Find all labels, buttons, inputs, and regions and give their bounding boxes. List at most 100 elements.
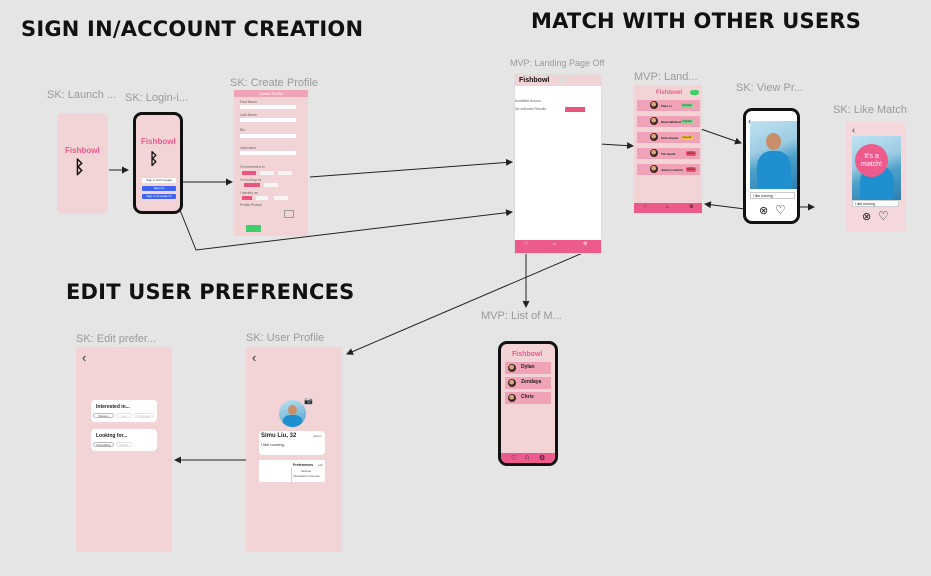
frame-label-create-profile[interactable]: SK: Create Profile — [230, 77, 319, 89]
avatar — [650, 149, 658, 157]
section-heading-edit: EDIT USER PREFRENCES — [66, 280, 355, 304]
user-profile-screen[interactable]: ‹ 📷 Simu Liu, 32 pittson I like running.… — [246, 347, 342, 552]
home-icon[interactable]: ⌂ — [525, 454, 530, 461]
frame-label-landing-off[interactable]: MVP: Landing Page Off — [510, 58, 605, 68]
visibility-toggle[interactable] — [690, 90, 699, 95]
bio-field[interactable] — [240, 134, 296, 138]
frame-label-view-profile[interactable]: SK: View Pr... — [736, 82, 804, 94]
option-chip[interactable] — [278, 171, 292, 175]
frame-label-edit-prefs[interactable]: SK: Edit prefer... — [76, 333, 157, 345]
option-chip[interactable] — [244, 183, 260, 187]
status-badge: Casually — [681, 135, 693, 140]
create-profile-screen[interactable]: Create Profile First Name Last Name Bio … — [234, 90, 308, 236]
brand-logo: Fishbowl — [65, 146, 100, 155]
user-name: Chris Evans — [661, 136, 679, 140]
frame-label-user-profile[interactable]: SK: User Profile — [246, 332, 325, 344]
option-chip[interactable] — [264, 183, 278, 187]
chevron-left-icon[interactable]: ‹ — [252, 350, 257, 365]
edit-preferences-link[interactable]: edit — [318, 463, 323, 467]
avatar — [650, 133, 658, 141]
pref-card: Looking for... Friendship Dating — [91, 429, 157, 451]
frame-label-like-match[interactable]: SK: Like Match — [833, 104, 907, 116]
user-row[interactable]: Johnny Carlton Dating — [637, 164, 700, 175]
frame-label-login[interactable]: SK: Login-i... — [125, 92, 188, 104]
camera-icon[interactable]: 📷 — [304, 398, 313, 405]
arrow-off-to-user-profile — [346, 251, 586, 355]
pref-option[interactable]: Friendship — [93, 442, 114, 447]
match-name: Chris — [521, 394, 534, 400]
pref-option[interactable]: Women — [93, 413, 114, 418]
match-bubble: It's a match! — [855, 144, 888, 177]
pref-card: Interested in... Women Men Nonbinary — [91, 400, 157, 422]
chevron-left-icon[interactable]: ‹ — [748, 116, 751, 126]
submit-button[interactable] — [246, 225, 261, 232]
login-screen[interactable]: Fishbowl ᛒ Sign in with Google Sign Up S… — [133, 112, 183, 214]
bottom-nav — [501, 453, 555, 463]
arrow-view-to-landing — [704, 201, 746, 210]
pref-option[interactable]: Men — [116, 413, 132, 418]
landing-off-screen[interactable]: Fishbowl Available Across No selected Re… — [514, 74, 602, 254]
landing-screen[interactable]: Fishbowl Zhen Li Friends Rhett Whitlock … — [634, 85, 702, 213]
option-chip[interactable] — [242, 196, 252, 200]
brand-logo: Fishbowl — [141, 137, 176, 146]
preference-value: Interested in women — [293, 474, 321, 478]
section-heading-signin: SIGN IN/ACCOUNT CREATION — [21, 17, 364, 41]
pref-option[interactable]: Dating — [116, 442, 132, 447]
heart-icon[interactable]: ♡ — [524, 241, 529, 247]
close-icon[interactable]: ⊗ — [862, 211, 872, 223]
user-row[interactable]: Zhen Li Friends — [637, 100, 700, 111]
visibility-toggle[interactable] — [557, 78, 567, 83]
option-chip[interactable] — [274, 196, 288, 200]
avatar — [650, 165, 658, 173]
heart-icon[interactable]: ♡ — [511, 455, 518, 462]
list-matches-screen[interactable]: Fishbowl Dylan Zendaya Chris ♡ ⌂ ⚙ — [498, 341, 558, 466]
enable-button[interactable] — [565, 107, 585, 112]
user-row[interactable]: Chris Evans Casually — [637, 132, 700, 143]
user-row[interactable]: Rhett Whitlock Friends — [637, 116, 700, 127]
home-icon[interactable]: ⌂ — [553, 241, 557, 247]
heart-icon[interactable]: ♡ — [775, 203, 786, 217]
signup-button[interactable]: Sign Up — [142, 186, 176, 191]
option-chip[interactable] — [242, 171, 256, 175]
edit-prefs-screen[interactable]: ‹ Interested in... Women Men Nonbinary L… — [76, 347, 172, 552]
user-name: Zhen Li — [661, 104, 672, 108]
field-label-username: Username — [240, 146, 257, 150]
section-interested-in: I'm interested in — [240, 165, 265, 169]
status-badge: Friends — [681, 103, 693, 108]
google-signin-button[interactable]: Sign in with Google — [142, 178, 176, 183]
settings-icon[interactable]: ⚙ — [583, 241, 588, 247]
heart-icon[interactable]: ♡ — [878, 209, 889, 223]
view-profile-screen[interactable]: ‹ I like running ⊗ ♡ — [743, 108, 800, 224]
profile-bio: I like running. — [261, 442, 285, 447]
match-row[interactable]: Zendaya — [505, 377, 551, 389]
heart-icon[interactable]: ♡ — [643, 204, 648, 210]
first-name-field[interactable] — [240, 105, 296, 109]
match-name: Dylan — [521, 364, 535, 370]
preferences-title: Preferences — [293, 463, 314, 467]
pref-card-title: Interested in... — [96, 404, 130, 410]
apple-signin-button[interactable]: Sign In w/ Apple ID — [142, 194, 176, 199]
frame-label-list-matches[interactable]: MVP: List of M... — [481, 310, 562, 322]
bluetooth-icon: ᛒ — [149, 151, 159, 168]
section-profile-picture: Profile Picture — [240, 203, 262, 207]
chevron-left-icon[interactable]: ‹ — [82, 350, 87, 365]
launch-screen[interactable]: Fishbowl ᛒ — [57, 113, 108, 214]
user-row[interactable]: Tim Spark Dating — [637, 148, 700, 159]
match-row[interactable]: Dylan — [505, 362, 551, 374]
last-name-field[interactable] — [240, 118, 296, 122]
frame-label-launch[interactable]: SK: Launch ... — [47, 89, 117, 101]
settings-icon[interactable]: ⚙ — [539, 455, 546, 462]
username-field[interactable] — [240, 151, 296, 155]
home-icon[interactable]: ⌂ — [666, 204, 670, 210]
frame-label-landing[interactable]: MVP: Land... — [634, 71, 698, 83]
option-chip[interactable] — [260, 171, 274, 175]
pref-card-title: Looking for... — [96, 433, 128, 439]
settings-icon[interactable]: ⚙ — [689, 204, 694, 210]
close-icon[interactable]: ⊗ — [759, 205, 769, 217]
image-upload-icon[interactable] — [284, 210, 294, 218]
option-chip[interactable] — [256, 196, 268, 200]
like-match-screen[interactable]: ‹ It's a match! I like running ⊗ ♡ — [846, 122, 905, 232]
pref-option[interactable]: Nonbinary — [134, 413, 154, 418]
match-row[interactable]: Chris — [505, 392, 551, 404]
chevron-left-icon[interactable]: ‹ — [852, 125, 855, 135]
